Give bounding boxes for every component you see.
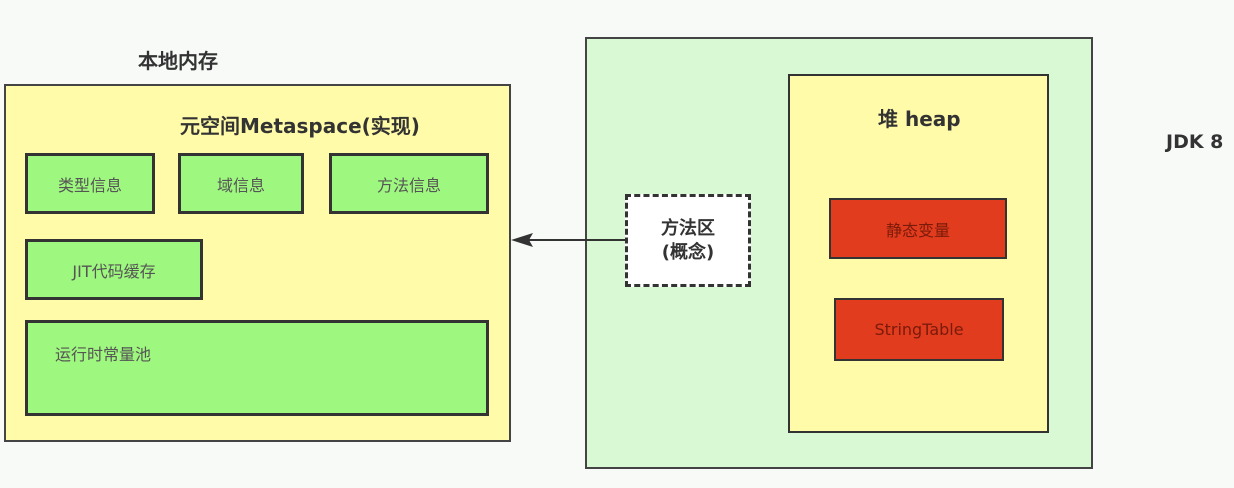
field-info-box: 域信息 [178,153,304,214]
method-info-box: 方法信息 [329,153,489,214]
arrow-connector [511,233,625,247]
type-info-box: 类型信息 [25,153,155,214]
method-area-title: 方法区 [661,217,715,239]
field-info-label: 域信息 [216,175,265,195]
method-info-label: 方法信息 [376,175,441,195]
string-table-label: StringTable [874,320,964,339]
runtime-constant-pool-box: 运行时常量池 [25,320,489,416]
heap-title: 堆 heap [878,107,961,131]
static-variables-label: 静态变量 [885,220,950,240]
method-area-box: 方法区 (概念) [625,194,751,287]
native-memory-label: 本地内存 [138,49,218,73]
static-variables-box: 静态变量 [829,198,1007,259]
arrow-head-icon [511,233,533,247]
string-table-box: StringTable [834,298,1004,361]
runtime-constant-pool-label: 运行时常量池 [55,345,152,364]
metaspace-title: 元空间Metaspace(实现) [180,114,420,138]
type-info-label: 类型信息 [57,175,122,195]
jdk-version-label: JDK 8 [1166,131,1224,153]
jit-code-cache-label: JIT代码缓存 [72,261,156,281]
method-area-subtitle: (概念) [661,241,715,263]
jit-code-cache-box: JIT代码缓存 [25,239,203,300]
